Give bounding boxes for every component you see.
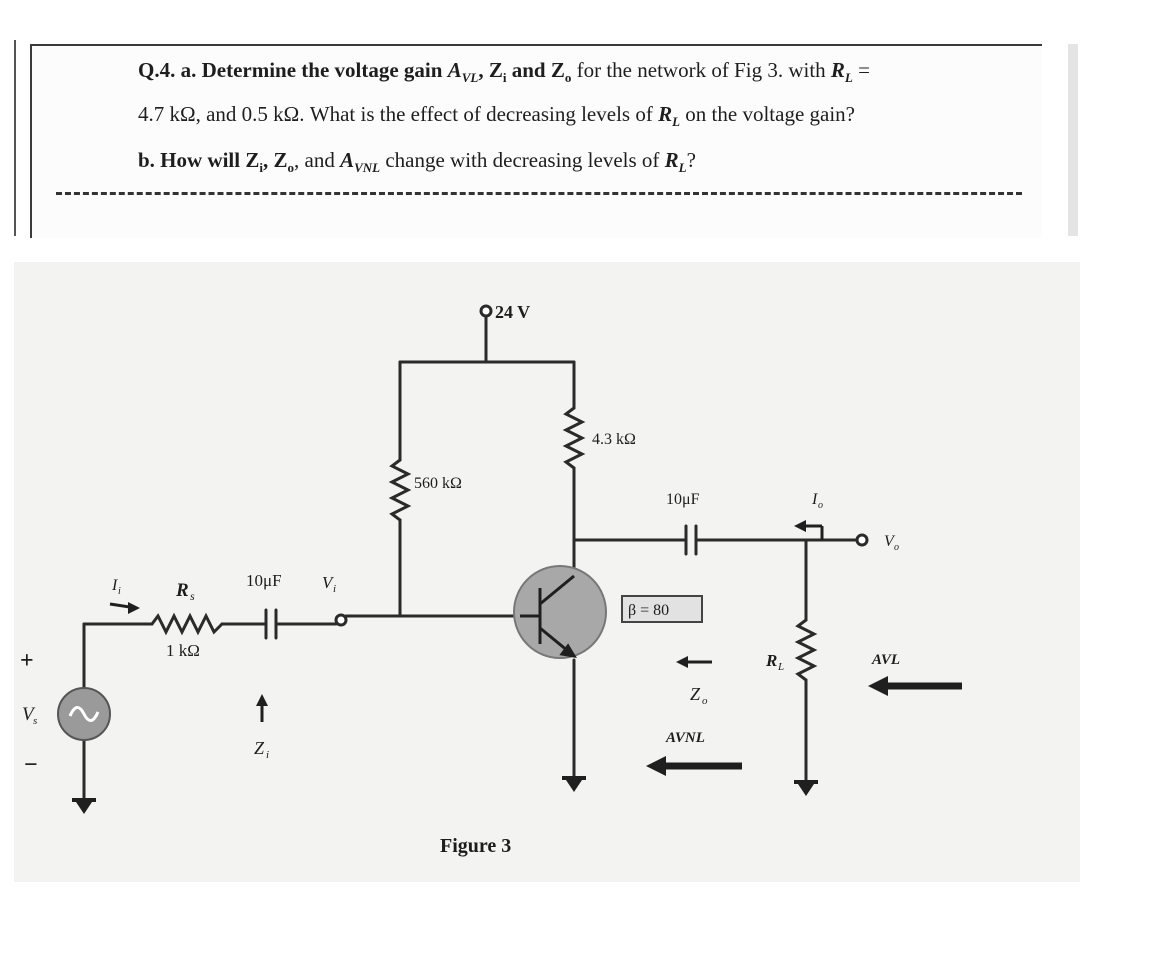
ac-sine-icon — [68, 706, 100, 722]
question-box — [30, 44, 1042, 238]
q3-mid2: , and — [294, 148, 341, 172]
rc-label: 4.3 kΩ — [592, 431, 636, 448]
question-line-3: b. How will Zi, Zo, and AVNL change with… — [138, 148, 696, 176]
rb-resistor — [388, 458, 412, 522]
q3-zo-sub: o — [287, 160, 295, 176]
rl-name-label: R — [765, 651, 777, 670]
ii-label: I — [111, 577, 118, 594]
transistor-body — [513, 565, 607, 659]
vo-sub-label: o — [894, 542, 899, 553]
io-arrow-head — [794, 520, 806, 532]
q1-mid: , Z — [478, 58, 503, 82]
dashed-separator — [56, 192, 1022, 195]
vo-label: V — [884, 533, 896, 550]
zi-sub-label: i — [266, 749, 269, 761]
q3-zi-sub: i — [259, 160, 263, 176]
vo-terminal — [855, 533, 869, 547]
zo-label: Z — [690, 684, 701, 704]
ground-icons — [72, 776, 818, 802]
q1-zi-sub: i — [502, 70, 507, 86]
transistor-symbol — [520, 574, 577, 659]
beta-box — [621, 595, 703, 623]
q2-end: on the voltage gain? — [680, 102, 855, 126]
q1-eq: = — [852, 58, 870, 82]
avl-label: AVL — [871, 652, 900, 668]
q3-mid3: change with decreasing levels of — [380, 148, 665, 172]
cout-label: 10μF — [666, 491, 700, 508]
q2-start: 4.7 kΩ, and 0.5 kΩ. What is the effect o… — [138, 102, 659, 126]
q1-avl-sub: VL — [461, 70, 479, 86]
q1-zo-sub: o — [564, 70, 572, 86]
rs-name-label: R — [175, 580, 189, 601]
vs-sub-label: s — [33, 715, 37, 727]
avnl-arrow-head — [646, 756, 666, 776]
rs-resistor — [150, 612, 224, 636]
q3-end: ? — [686, 148, 696, 172]
q1-rl-sub: L — [844, 70, 853, 86]
q2-rl-sub: L — [672, 114, 681, 130]
rb-label: 560 kΩ — [414, 475, 462, 492]
rs-sub-label: s — [190, 589, 195, 603]
ground-arrow-source — [76, 802, 92, 814]
ground-arrow-load — [798, 784, 814, 796]
q3-avnl-sub: VNL — [354, 160, 381, 176]
rc-resistor — [562, 406, 586, 470]
q3-avnl: A — [340, 148, 355, 172]
q1-and: and Z — [506, 58, 565, 82]
io-sub-label: o — [818, 500, 823, 511]
ii-sub-label: i — [118, 586, 121, 597]
rs-value-label: 1 kΩ — [166, 641, 200, 660]
q1-prefix: Q.4. a. Determine the voltage gain — [138, 58, 448, 82]
zi-arrow-head — [256, 694, 268, 706]
zo-arrow-head — [676, 656, 688, 668]
q2-rl: R — [658, 102, 673, 126]
q3-rl-sub: L — [678, 160, 687, 176]
question-line-1: Q.4. a. Determine the voltage gain AVL, … — [138, 58, 870, 86]
zo-sub-label: o — [702, 695, 708, 707]
vi-sub-label: i — [333, 583, 336, 595]
zi-label: Z — [254, 738, 265, 758]
page-border-right — [1068, 44, 1078, 236]
io-label: I — [811, 491, 818, 508]
q3-rl: R — [664, 148, 679, 172]
beta-label: β = 80 — [628, 602, 669, 619]
figure-caption: Figure 3 — [440, 835, 511, 857]
cin-label: 10μF — [246, 571, 282, 590]
q1-avl: A — [447, 58, 462, 82]
supply-label: 24 V — [495, 302, 530, 322]
vs-minus-label: − — [24, 752, 38, 778]
q1-rl: R — [830, 58, 845, 82]
vi-terminal — [334, 613, 348, 627]
rl-resistor — [794, 618, 818, 682]
vs-plus-label: + — [20, 648, 34, 674]
avl-arrow-head — [868, 676, 888, 696]
ground-arrow-emitter — [566, 780, 582, 792]
ii-arrow-head — [128, 602, 140, 614]
avnl-label: AVNL — [665, 730, 705, 746]
vs-label: V — [22, 704, 36, 725]
page-border-left — [14, 40, 16, 236]
question-line-2: 4.7 kΩ, and 0.5 kΩ. What is the effect o… — [138, 102, 855, 130]
rl-sub-label: L — [777, 661, 784, 673]
q3-start: b. How will Z — [138, 148, 260, 172]
q1-rest: for the network of Fig 3. with — [571, 58, 831, 82]
q3-mid1: , Z — [262, 148, 288, 172]
vi-label: V — [322, 573, 335, 592]
